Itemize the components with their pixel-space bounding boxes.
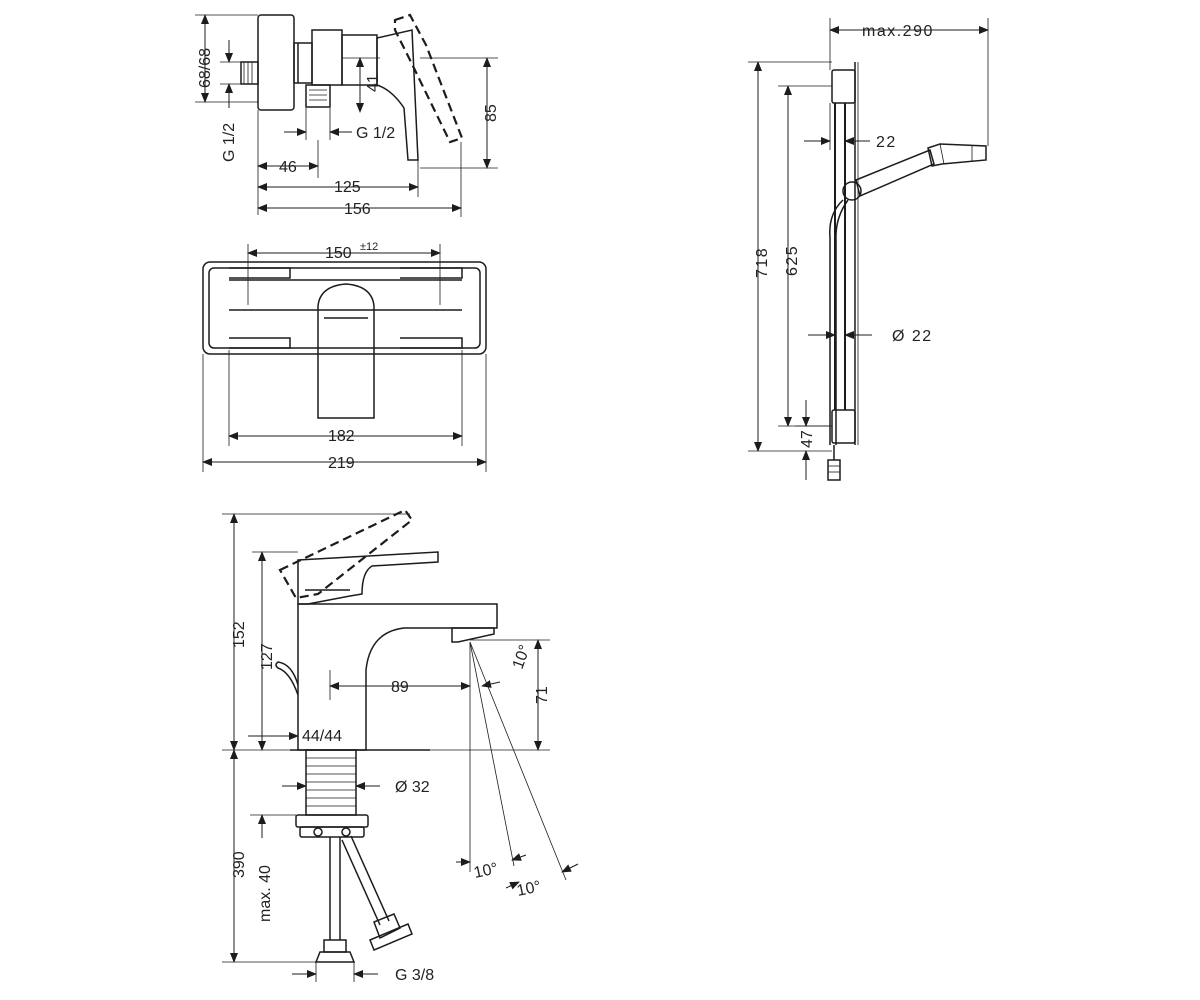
dim-10deg-b: 10° xyxy=(515,878,542,900)
dim-390: 390 xyxy=(231,851,248,878)
dim-152: 152 xyxy=(231,621,248,648)
dim-41: 41 xyxy=(365,74,382,92)
dim-156: 156 xyxy=(344,201,371,218)
dim-46: 46 xyxy=(279,159,297,176)
dim-127: 127 xyxy=(259,643,276,670)
dim-d32: Ø 32 xyxy=(395,779,430,796)
dim-89: 89 xyxy=(391,679,409,696)
dim-182: 182 xyxy=(328,428,355,445)
dim-44-44: 44/44 xyxy=(302,728,342,745)
dim-68-68: 68/68 xyxy=(197,48,214,88)
dim-max290: max.290 xyxy=(862,23,934,40)
dim-22-top: 22 xyxy=(876,134,897,151)
dim-718: 718 xyxy=(754,247,771,278)
dim-85: 85 xyxy=(483,104,500,122)
dim-d22: Ø 22 xyxy=(892,328,933,345)
dim-g12-right: G 1/2 xyxy=(356,125,395,142)
dim-10deg-a: 10° xyxy=(472,860,499,882)
dim-125: 125 xyxy=(334,179,361,196)
dim-150: 150 xyxy=(325,245,352,262)
basin-mixer-view: 152 127 89 10° 71 44/44 Ø 32 390 max. 40 xyxy=(222,508,579,984)
dim-625: 625 xyxy=(784,245,801,276)
dim-219: 219 xyxy=(328,455,355,472)
dim-150-tolerance: ±12 xyxy=(360,241,378,253)
dim-g38: G 3/8 xyxy=(395,967,434,984)
shower-rail-view: max.290 22 718 625 Ø 22 47 xyxy=(748,18,989,481)
wall-mixer-front-view: 150 ±12 182 219 xyxy=(202,241,487,472)
dim-10deg-top: 10° xyxy=(510,643,534,672)
dim-47: 47 xyxy=(799,430,816,448)
dim-max40: max. 40 xyxy=(257,865,274,922)
wall-mixer-side-view: 68/68 G 1/2 41 85 G 1/2 46 125 156 xyxy=(195,13,500,218)
dim-g12-left: G 1/2 xyxy=(221,123,238,162)
dim-71: 71 xyxy=(534,686,551,704)
